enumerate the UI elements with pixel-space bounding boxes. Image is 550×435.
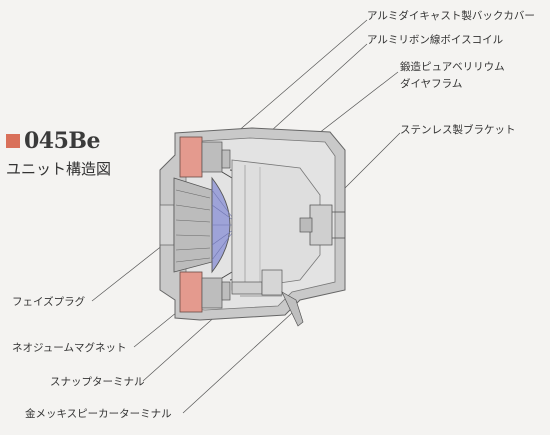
accent-square [6, 134, 20, 148]
label-bracket: ステンレス製ブラケット [400, 124, 516, 136]
pole-pieces [201, 141, 231, 309]
label-voice-coil: アルミリボン線ボイスコイル [367, 34, 504, 46]
label-snap-terminal: スナップターミナル [50, 376, 145, 388]
inner-body [231, 159, 321, 291]
label-diaphragm-line1: 鍛造ピュアベリリウム [400, 61, 505, 73]
model-name: 045Be [24, 128, 101, 154]
label-phase-plug: フェイズプラグ [12, 296, 86, 308]
model-row: 045Be [6, 128, 111, 154]
front-flange [159, 204, 175, 246]
leader-back-cover [235, 19, 368, 134]
stainless-bracket [299, 204, 345, 246]
magnet-lower [179, 271, 203, 313]
diagram-subtitle: ユニット構造図 [6, 160, 112, 178]
phase-plug [173, 177, 213, 273]
title-block: 045Be ユニット構造図 [6, 128, 111, 179]
label-back-cover: アルミダイキャスト製バックカバー [367, 10, 535, 22]
label-magnet: ネオジュームマグネット [12, 342, 127, 354]
label-speaker-terminal: 金メッキスピーカーターミナル [25, 408, 172, 420]
leader-speaker-terminal [182, 312, 293, 414]
label-diaphragm-line2: ダイヤフラム [400, 78, 463, 90]
magnet-upper [179, 136, 203, 178]
terminals [231, 269, 304, 327]
